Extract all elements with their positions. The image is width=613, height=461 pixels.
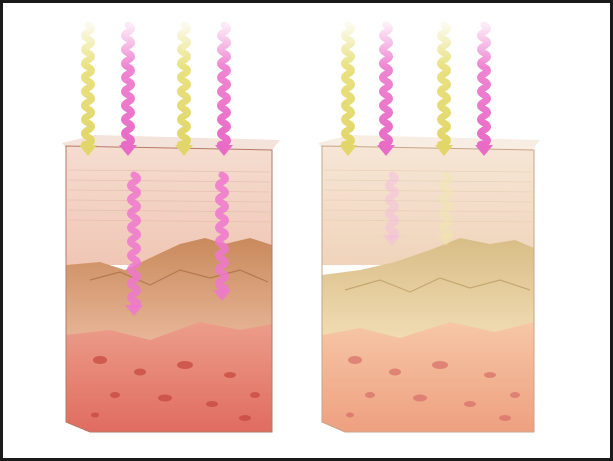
uvb-ray-pink-penetrating	[131, 175, 138, 305]
uvb-ray-faded	[389, 175, 396, 235]
skin-block-left	[62, 135, 280, 432]
skin-block-right	[318, 135, 540, 432]
uva-ray-faded	[443, 175, 450, 235]
